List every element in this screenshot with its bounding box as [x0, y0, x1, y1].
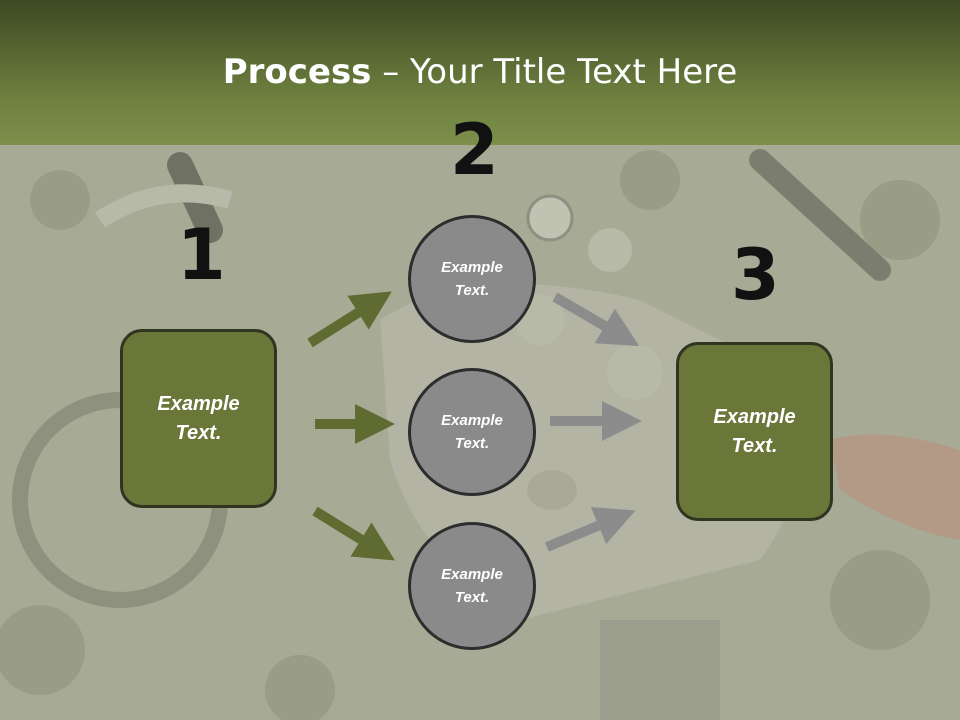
circle-1-line1: Example: [441, 258, 503, 276]
circle-step-2: Example Text.: [408, 368, 536, 496]
arrow-left-to-circle-1: [307, 291, 392, 348]
step-number-1: 1: [177, 214, 226, 296]
title-bold: Process: [222, 52, 372, 92]
step-number-3: 3: [731, 234, 780, 316]
step-number-2: 2: [450, 109, 499, 191]
right-box-line2: Text.: [731, 434, 778, 457]
arrow-circle-1-to-right: [552, 292, 640, 347]
title-banner: [0, 0, 960, 145]
title-rest: – Your Title Text Here: [371, 52, 738, 92]
circle-step-3: Example Text.: [408, 522, 536, 650]
circle-3-line1: Example: [441, 565, 503, 583]
circle-3-line2: Text.: [454, 589, 490, 606]
arrow-circle-3-to-right: [545, 507, 636, 552]
left-box-line2: Text.: [175, 421, 222, 444]
circle-step-1: Example Text.: [408, 215, 536, 343]
circle-2-line2: Text.: [454, 435, 490, 452]
circle-1-line2: Text.: [454, 282, 490, 299]
right-process-box: Example Text.: [676, 342, 833, 521]
page-title: Process – Your Title Text Here: [0, 52, 960, 92]
arrow-left-to-circle-3: [312, 506, 396, 561]
left-box-line1: Example: [157, 392, 240, 415]
circle-2-line1: Example: [441, 411, 503, 429]
left-process-box: Example Text.: [120, 329, 277, 508]
right-box-line1: Example: [713, 405, 796, 428]
